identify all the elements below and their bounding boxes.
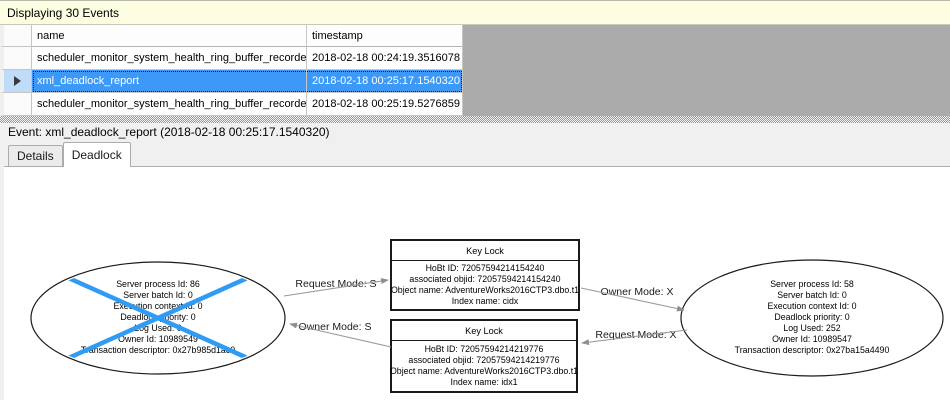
table-row[interactable]: scheduler_monitor_system_health_ring_buf… (0, 93, 463, 116)
log-used: Log Used: 0 (134, 323, 182, 333)
index-name-line: Index name: idx1 (450, 377, 518, 387)
events-count-label: Displaying 30 Events (7, 5, 120, 20)
server-batch-id: Server batch Id: 0 (123, 290, 193, 300)
hobt-id-line: HoBt ID: 72057594214154240 (425, 263, 545, 273)
lock-title: Key Lock (392, 321, 576, 341)
detail-tab-strip: Details Deadlock (4, 141, 950, 167)
lock-title: Key Lock (392, 241, 578, 261)
events-info-bar: Displaying 30 Events (0, 0, 950, 25)
grid-header-row: name timestamp (0, 25, 463, 47)
process-node-text: Server process Id: 58 Server batch Id: 0… (692, 279, 932, 356)
edge-label-owner-mode-s: Owner Mode: S (298, 321, 372, 333)
deadlock-priority: Deadlock priority: 0 (774, 312, 850, 322)
row-selector-cell[interactable] (0, 93, 32, 116)
server-batch-id: Server batch Id: 0 (777, 290, 847, 300)
column-header-timestamp[interactable]: timestamp (307, 25, 463, 47)
edge-label-request-mode-s: Request Mode: S (295, 278, 377, 290)
column-header-name[interactable]: name (32, 25, 307, 47)
tab-deadlock[interactable]: Deadlock (62, 142, 131, 167)
events-grid[interactable]: name timestamp scheduler_monitor_system_… (0, 25, 950, 116)
deadlock-graph-canvas[interactable]: Key Lock HoBt ID: 72057594214154240 asso… (4, 166, 950, 400)
event-timestamp-cell[interactable]: 2018-02-18 00:25:17.1540320 (307, 70, 463, 93)
events-grid-table: name timestamp scheduler_monitor_system_… (0, 25, 463, 116)
transaction-descriptor: Transaction descriptor: 0x27b985d1ac0 (80, 345, 236, 355)
horizontal-splitter[interactable] (0, 116, 950, 123)
process-node-victim-text: Server process Id: 86 Server batch Id: 0… (43, 279, 273, 356)
table-row[interactable]: scheduler_monitor_system_health_ring_buf… (0, 47, 463, 70)
object-name-line: Object name: AdventureWorks2016CTP3.dbo.… (389, 366, 579, 376)
execution-context-id: Execution context Id: 0 (113, 301, 203, 311)
current-row-arrow-icon (14, 76, 21, 86)
log-used: Log Used: 252 (783, 323, 841, 333)
row-selector-cell[interactable] (0, 70, 32, 93)
table-row-selected[interactable]: xml_deadlock_report 2018-02-18 00:25:17.… (0, 70, 463, 93)
execution-context-id: Execution context Id: 0 (767, 301, 857, 311)
resource-node-key-lock-top[interactable]: Key Lock HoBt ID: 72057594214154240 asso… (390, 239, 580, 311)
hobt-id-line: HoBt ID: 72057594214219776 (424, 344, 544, 354)
event-detail-panel: Event: xml_deadlock_report (2018-02-18 0… (0, 123, 950, 400)
index-name-line: Index name: cidx (451, 296, 519, 306)
row-selector-header-cell (0, 25, 32, 47)
deadlock-priority: Deadlock priority: 0 (120, 312, 196, 322)
event-title-bar: Event: xml_deadlock_report (2018-02-18 0… (4, 123, 950, 141)
server-process-id: Server process Id: 58 (770, 279, 854, 289)
event-timestamp-cell[interactable]: 2018-02-18 00:25:19.5276859 (307, 93, 463, 116)
server-process-id: Server process Id: 86 (116, 279, 200, 289)
resource-node-key-lock-bottom[interactable]: Key Lock HoBt ID: 72057594214219776 asso… (390, 319, 578, 393)
event-name-cell[interactable]: scheduler_monitor_system_health_ring_buf… (32, 47, 307, 70)
assoc-objid-line: associated objid: 72057594214154240 (409, 274, 561, 284)
event-name-cell[interactable]: xml_deadlock_report (32, 70, 307, 93)
owner-id: Owner Id: 10989549 (118, 334, 198, 344)
transaction-descriptor: Transaction descriptor: 0x27ba15a4490 (734, 345, 890, 355)
object-name-line: Object name: AdventureWorks2016CTP3.dbo.… (390, 285, 580, 295)
event-name-cell[interactable]: scheduler_monitor_system_health_ring_buf… (32, 93, 307, 116)
row-selector-cell[interactable] (0, 47, 32, 70)
edge-label-request-mode-x: Request Mode: X (595, 329, 677, 341)
owner-id: Owner Id: 10989547 (772, 334, 852, 344)
event-timestamp-cell[interactable]: 2018-02-18 00:24:19.3516078 (307, 47, 463, 70)
tab-details[interactable]: Details (8, 145, 63, 166)
assoc-objid-line: associated objid: 72057594214219776 (408, 355, 560, 365)
event-title-label: Event: xml_deadlock_report (2018-02-18 0… (8, 125, 330, 139)
edge-label-owner-mode-x: Owner Mode: X (600, 286, 674, 298)
